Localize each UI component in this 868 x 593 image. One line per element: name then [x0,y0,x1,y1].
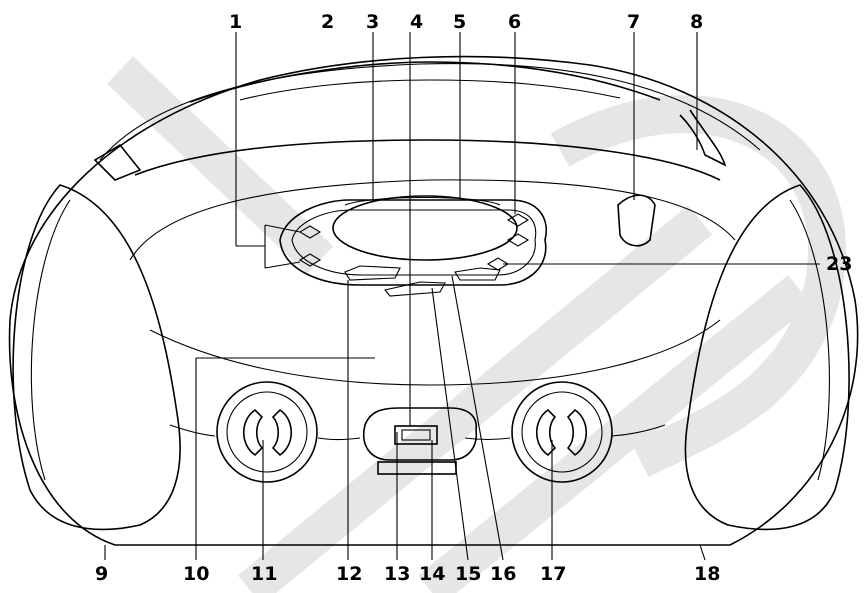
number-labels: 1 2 3 4 5 6 7 8 23 9 10 11 12 13 14 15 1… [95,11,852,585]
control-panel [279,195,547,297]
label-7: 7 [627,11,640,33]
leader-lines [104,32,820,561]
label-10: 10 [183,563,209,585]
label-12: 12 [336,563,362,585]
label-5: 5 [453,11,466,33]
knob-left[interactable] [216,381,318,483]
right-speaker [684,184,850,531]
label-18: 18 [694,563,720,585]
knob-right[interactable] [511,381,613,483]
label-13: 13 [384,563,410,585]
bottom-button-mid[interactable] [384,281,446,297]
label-3: 3 [366,11,379,33]
label-1: 1 [229,11,242,33]
label-4: 4 [410,11,423,33]
bottom-button-right[interactable] [454,267,501,281]
center-jack-panel [363,407,478,475]
label-23: 23 [826,253,852,275]
label-9: 9 [95,563,108,585]
right-button-mid[interactable] [506,233,530,247]
top-button[interactable] [344,196,501,206]
watermark [106,56,846,593]
label-8: 8 [690,11,703,33]
left-speaker [12,184,181,531]
label-2: 2 [321,11,334,33]
body-waist-line [169,424,216,437]
label-6: 6 [508,11,521,33]
bottom-button-left[interactable] [344,265,401,281]
label-15: 15 [455,563,481,585]
body-waist-line-mid-right [464,437,511,441]
lcd-display [332,195,518,261]
label-16: 16 [490,563,516,585]
left-button-bottom[interactable] [298,253,322,267]
body-waist-line-mid-left [317,437,361,441]
label-17: 17 [540,563,566,585]
boombox-body [8,55,859,546]
usb-port[interactable] [394,425,438,445]
body-waist-line-right [611,424,666,437]
label-11: 11 [251,563,277,585]
right-button-top[interactable] [506,213,530,227]
left-button-top[interactable] [298,225,322,239]
label-14: 14 [419,563,445,585]
